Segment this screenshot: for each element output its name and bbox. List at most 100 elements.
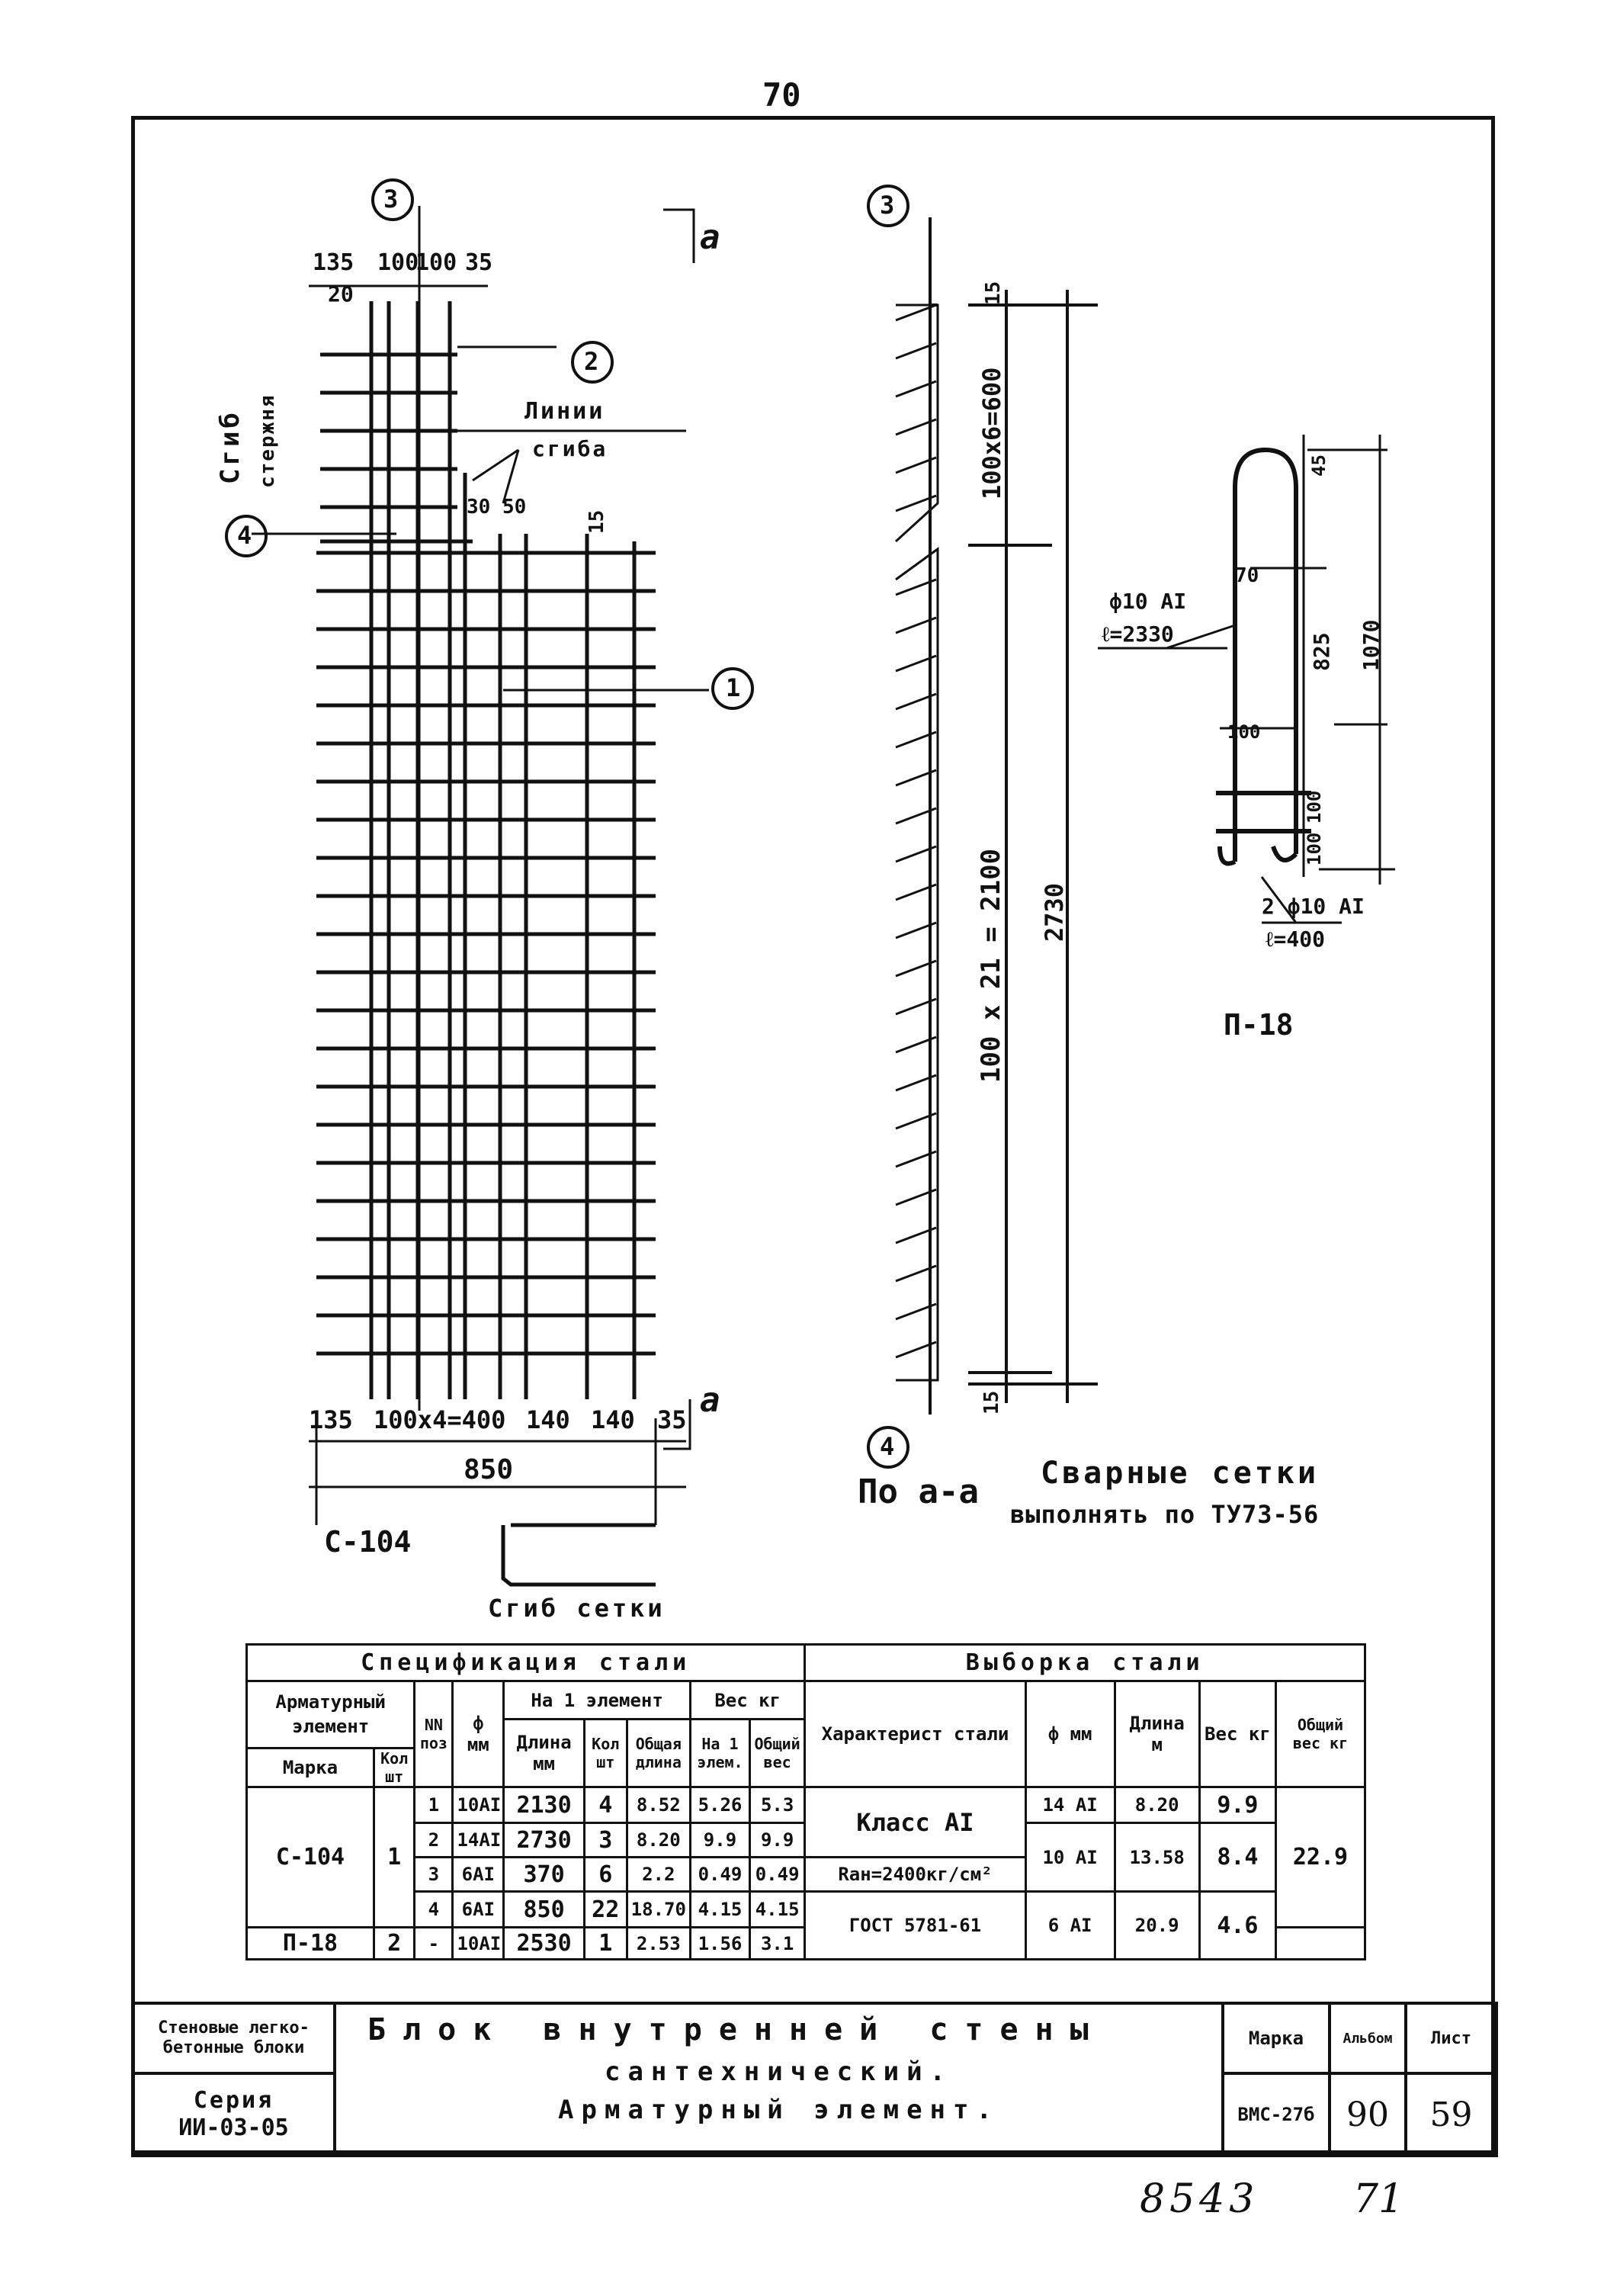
cell: 3	[582, 1822, 628, 1858]
tb-h-sheet: Лист	[1404, 2002, 1498, 2075]
mesh-bend-caption: Сгиб сетки	[488, 1594, 666, 1623]
sel-total: 22.9	[1274, 1786, 1367, 1928]
tb-v-album: 90	[1328, 2072, 1407, 2157]
cell: 20.9	[1113, 1890, 1201, 1960]
h-sel-weight: Вес кг	[1198, 1680, 1277, 1788]
cell: 6АI	[451, 1890, 505, 1928]
sel-gost: ГОСТ 5781-61	[804, 1890, 1027, 1960]
tb-h-album: Альбом	[1328, 2002, 1407, 2075]
bend-label-line2: стержня	[256, 393, 279, 488]
cell: 1.56	[689, 1926, 751, 1960]
axis-mark-left: 4	[237, 521, 252, 550]
h-sel-total: Общий вес кг	[1274, 1680, 1367, 1788]
cell: 8.20	[1113, 1786, 1201, 1824]
h-total-len: Общая длина	[625, 1718, 692, 1788]
cell: 1	[582, 1926, 628, 1960]
loop-dim-825: 825	[1309, 632, 1334, 671]
weld-note-line1: Сварные сетки	[1041, 1456, 1320, 1491]
tb-series-label: Серия	[193, 2087, 274, 2114]
h-cnt: Кол шт	[582, 1718, 628, 1788]
dim-bottom-140a: 140	[526, 1405, 570, 1434]
bend-lines-label-1: Линии	[524, 398, 605, 425]
dim-bottom-400: 100x4=400	[374, 1405, 506, 1434]
cell: 13.58	[1113, 1822, 1201, 1893]
spec-table: Спецификация стали Выборка стали Арматур…	[245, 1643, 1367, 1960]
h-dia: ф мм	[451, 1680, 505, 1788]
loop-dim-70: 70	[1235, 564, 1259, 587]
section-aa	[894, 217, 1098, 1415]
loop-dim-100b: 100	[1304, 790, 1325, 824]
tb-left-top: Стеновые легко-бетонные блоки	[131, 2002, 336, 2075]
section-axis-bottom: 4	[880, 1432, 895, 1461]
cell: 2530	[502, 1926, 585, 1960]
row-c104-qty: 1	[372, 1786, 416, 1928]
cell: 3	[413, 1856, 454, 1893]
tb-title-line3: Арматурный элемент.	[558, 2095, 999, 2125]
loop-bar-length-2: ℓ=400	[1266, 926, 1325, 952]
cell: 4.15	[748, 1890, 807, 1928]
cell: 8.4	[1198, 1822, 1277, 1893]
h-qty: Кол шт	[372, 1747, 416, 1788]
spec-title: Спецификация стали	[245, 1643, 807, 1682]
loop-bar-length-1: ℓ=2330	[1102, 621, 1174, 647]
h-char: Характерист стали	[804, 1680, 1027, 1788]
axis-mark-top: 3	[383, 185, 399, 214]
sel-empty	[1274, 1926, 1367, 1960]
cell: 9.9	[748, 1822, 807, 1858]
loop-p18	[1216, 447, 1311, 866]
h-mark: Марка	[245, 1747, 375, 1788]
bend-lines-label-2: сгиба	[532, 436, 608, 461]
section-dim-bottom-15: 15	[980, 1390, 1003, 1415]
loop-dimension-lines	[1098, 435, 1395, 924]
cell: 10АI	[451, 1786, 505, 1824]
loop-bar-label-2: 2 ф10 АI	[1262, 894, 1365, 919]
section-caption: По а-а	[858, 1472, 979, 1511]
cell: 10 АI	[1024, 1822, 1116, 1893]
cell: 2	[372, 1926, 416, 1960]
mesh-c104	[320, 301, 637, 1399]
h-elem: Арматурный элемент	[245, 1680, 416, 1749]
tb-v-mark: ВМС-27б	[1221, 2072, 1331, 2157]
loop-dim-100c: 100	[1304, 832, 1325, 865]
cell: 850	[502, 1890, 585, 1928]
handwritten-number-1: 8543	[1140, 2176, 1259, 2222]
cell: 4.6	[1198, 1890, 1277, 1960]
weld-note-line2: выполнять по ТУ73-56	[1010, 1500, 1320, 1529]
cell: 8.20	[625, 1822, 692, 1858]
cell: 6 АI	[1024, 1890, 1116, 1960]
callout-circles	[225, 178, 909, 1469]
cell: 0.49	[748, 1856, 807, 1893]
sel-rn: Rан=2400кг/см²	[804, 1856, 1027, 1893]
cell: 14АI	[451, 1822, 505, 1858]
cell: 3.1	[748, 1926, 807, 1960]
section-hatch	[895, 303, 937, 1359]
cell: 5.26	[689, 1786, 751, 1824]
tb-title-line1: Блок внутренней стены	[367, 2012, 1105, 2047]
dim-total-850: 850	[464, 1454, 514, 1485]
h-weight: Вес кг	[689, 1680, 807, 1720]
dim-top-35: 35	[465, 249, 493, 276]
page-number: 70	[762, 76, 801, 114]
cell: 8.52	[625, 1786, 692, 1824]
h-wtot: Общий вес	[748, 1718, 807, 1788]
h-w1: На 1 элем.	[689, 1718, 751, 1788]
bend-label-line1: Сгиб	[215, 409, 245, 484]
cell: -	[413, 1926, 454, 1960]
mark-c104: С-104	[324, 1525, 412, 1559]
cell: 370	[502, 1856, 585, 1893]
mark-p18: П-18	[1224, 1008, 1294, 1042]
cell: 9.9	[1198, 1786, 1277, 1824]
cell: 2130	[502, 1786, 585, 1824]
cell: 2.2	[625, 1856, 692, 1893]
title-block: Стеновые легко-бетонные блоки Блок внутр…	[131, 2002, 1498, 2157]
mesh-horizontal-bars	[316, 551, 656, 1356]
h-one-elem: На 1 элемент	[502, 1680, 692, 1720]
dim-top-100a: 100	[377, 249, 419, 276]
h-sel-dia: ф мм	[1024, 1680, 1116, 1788]
loop-bar-label-1: ф10 АI	[1109, 589, 1187, 614]
tb-series: Серия ИИ-03-05	[131, 2072, 336, 2157]
mesh-bend-icon	[501, 1523, 656, 1587]
cell: 4	[582, 1786, 628, 1824]
section-dim-total: 2730	[1040, 882, 1069, 942]
